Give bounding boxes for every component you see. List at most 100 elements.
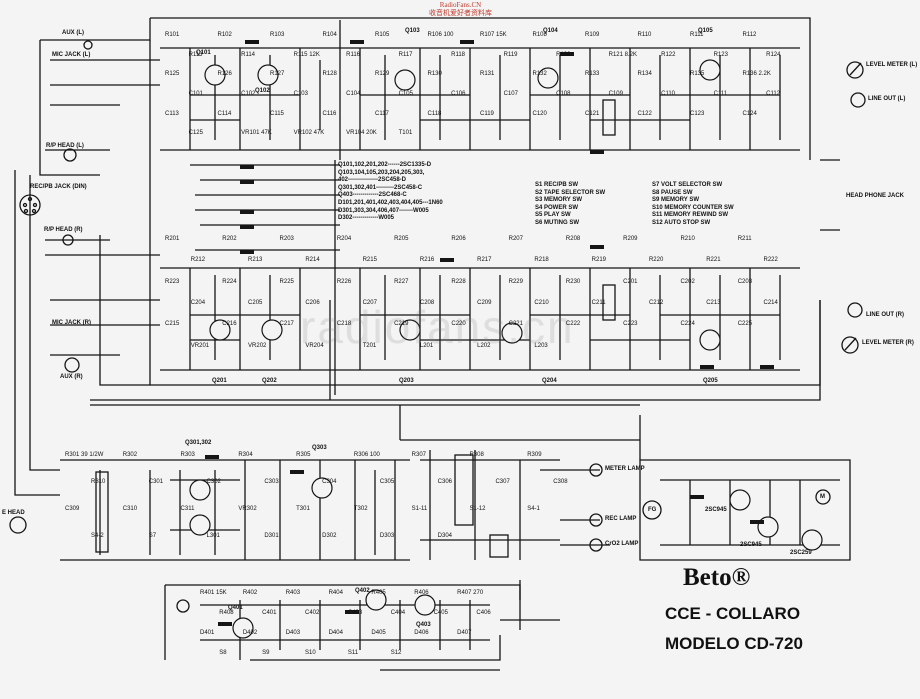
component-label: R114 [241, 51, 256, 58]
switch-legend-item: S3 MEMORY SW [535, 197, 583, 204]
component-label: C119 [480, 110, 494, 117]
component-label: VR202 [248, 342, 267, 349]
component-label: C310 [122, 506, 138, 512]
component-label: R113 [188, 51, 203, 58]
component-label: C105 [398, 91, 413, 97]
component-label: R125 [165, 71, 180, 78]
switch-legend-item: S8 PAUSE SW [652, 189, 693, 196]
aux-r-jack-icon [64, 357, 80, 373]
component-label: R119 [503, 51, 518, 58]
component-label: VR204 [305, 342, 324, 349]
rp-head-r-icon [62, 234, 74, 246]
component-label: C225 [737, 321, 753, 328]
component-label: T301 [296, 506, 310, 512]
component-label: C112 [766, 91, 781, 97]
component-label: R102 [217, 32, 232, 38]
component-label: R230 [565, 278, 581, 285]
component-label: C401 [262, 610, 277, 616]
component-label: C404 [390, 610, 406, 616]
component-label: R205 [394, 236, 409, 242]
component-label: C220 [451, 321, 466, 328]
q104-label: Q104 [543, 28, 558, 34]
component-label: R132 [532, 71, 547, 78]
transistor-q103 [394, 69, 416, 91]
component-label: C201 [623, 278, 638, 285]
component-label: C102 [241, 91, 256, 97]
component-label: C309 [65, 506, 80, 512]
q203-label: Q203 [399, 378, 414, 384]
transistor-q401 [232, 617, 254, 639]
component-label: C218 [336, 321, 352, 328]
component-label: R122 [661, 51, 676, 58]
component-label: R304 [238, 452, 253, 458]
component-label: R136 2.2K [742, 71, 771, 78]
component-label: D403 [285, 630, 301, 636]
component-label: L301 [206, 533, 220, 539]
component-label: S11 [347, 650, 359, 656]
component-label: C223 [623, 321, 638, 328]
component-label: C307 [495, 479, 510, 485]
component-label: C203 [737, 278, 753, 285]
transformer-t101-icon [602, 99, 616, 136]
component-label: C111 [713, 91, 728, 97]
transistor-note-line: D302-------------W005 [338, 215, 394, 222]
component-label: R106 100 [427, 32, 454, 38]
brand-line2: MODELO CD-720 [665, 634, 803, 653]
e-head-label: E HEAD [2, 510, 25, 516]
component-label: R128 [322, 71, 337, 78]
rec-lamp-icon [589, 513, 603, 527]
switch-legend-right: S7 VOLT SELECTOR SW S8 PAUSE SW S9 MEMOR… [652, 182, 734, 228]
component-label: R108 [532, 32, 547, 38]
q102-label: Q102 [255, 88, 270, 94]
q105-label: Q105 [698, 28, 713, 34]
component-label: R112 [742, 32, 757, 38]
head-phone-jack-label: HEAD PHONE JACK [846, 193, 905, 199]
component-label: C204 [190, 300, 206, 306]
transistor-q201 [209, 319, 231, 341]
transistor-q403 [414, 594, 436, 616]
component-label: R228 [451, 278, 466, 285]
transistor-note-line: 402---------------2SC458-D [338, 177, 406, 184]
s12-lamp-icon [176, 599, 190, 613]
transistor-q301 [189, 479, 211, 501]
transistor-q104 [537, 67, 559, 89]
component-label: R309 [527, 452, 542, 458]
fg-label: FG [648, 507, 657, 513]
transistor-note-line: Q103,104,105,203,204,205,303, [338, 169, 425, 176]
switch-legend-item: S2 TAPE SELECTOR SW [535, 189, 606, 196]
component-label: R116 [346, 51, 361, 58]
component-label: R301 39 1/2W [65, 452, 104, 458]
watermark-tagline: 收音机爱好者资料库 [429, 9, 492, 17]
level-meter-l-icon [846, 61, 864, 79]
component-label: R201 [165, 236, 180, 242]
rp-head-l-label: R/P HEAD (L) [46, 143, 84, 149]
q402-label: Q402 [355, 588, 370, 594]
transistor-q205 [699, 329, 721, 351]
component-label: C125 [188, 130, 203, 137]
component-label: T201 [362, 342, 377, 349]
component-label: R134 [637, 71, 652, 78]
component-label: R307 [411, 452, 426, 458]
component-label: R206 [451, 236, 466, 242]
component-label: C103 [293, 91, 308, 97]
component-label: R227 [394, 278, 409, 285]
switch-legend-item: S9 MEMORY SW [652, 197, 700, 204]
component-label: R218 [534, 257, 549, 264]
component-label: R226 [336, 278, 352, 285]
line-out-r-label: LINE OUT (R) [866, 312, 904, 318]
component-label: S1-11 [411, 506, 428, 512]
component-label: R310 [91, 479, 106, 485]
transistor-note-line: Q301,302,401---------2SC458-C [338, 184, 423, 191]
component-label: R229 [508, 278, 523, 285]
component-label: C206 [305, 300, 320, 306]
component-label: C213 [706, 300, 721, 306]
component-label: C108 [556, 91, 571, 97]
component-label: C214 [763, 300, 778, 306]
component-label: C311 [180, 506, 195, 512]
mic-jack-l-label: MIC JACK (L) [52, 52, 91, 58]
component-label: R208 [565, 236, 581, 242]
component-label: R402 [242, 590, 258, 596]
component-label: C405 [433, 610, 448, 616]
q401-label: Q401 [228, 605, 243, 611]
watermark-overlay: radiofans.cn [300, 301, 575, 353]
